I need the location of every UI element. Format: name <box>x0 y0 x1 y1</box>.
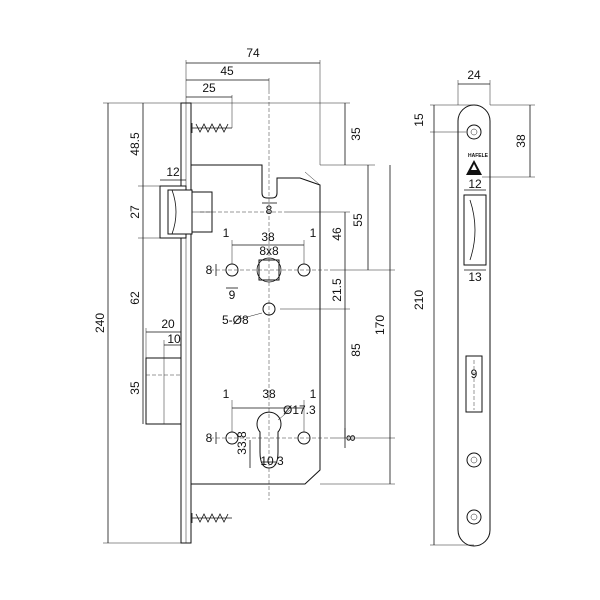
dim-38-bottom: 38 <box>262 387 276 401</box>
dim-1-bottom-right: 1 <box>310 387 317 401</box>
dim-24: 24 <box>467 68 481 82</box>
dim-46: 46 <box>330 227 344 241</box>
dim-35-latch: 35 <box>128 381 142 395</box>
dim-45: 45 <box>220 64 234 78</box>
dim-12-bolt: 12 <box>166 165 180 179</box>
dim-9: 9 <box>229 288 236 302</box>
dim-d17-3: Ø17.3 <box>283 403 316 417</box>
dim-25: 25 <box>202 81 216 95</box>
dim-74: 74 <box>246 46 260 60</box>
screw-top <box>191 123 232 133</box>
front-dimension-labels: 74 45 25 240 48.5 27 62 35 12 20 10 8 35… <box>93 46 387 468</box>
dim-8x8: 8x8 <box>259 244 279 258</box>
dim-38-top: 38 <box>261 230 275 244</box>
dim-10: 10 <box>167 332 181 346</box>
dim-20: 20 <box>161 317 175 331</box>
dim-15: 15 <box>412 113 426 127</box>
dim-35-top: 35 <box>349 127 363 141</box>
dim-10-3: 10.3 <box>260 454 284 468</box>
hafele-logo-mark <box>466 160 482 175</box>
dim-8-left-top: 8 <box>206 263 213 277</box>
strike-screw-top <box>466 124 482 140</box>
dim-1-top-right: 1 <box>310 226 317 240</box>
dim-33-8: 33.8 <box>235 431 249 455</box>
dim-8-right-bottom: 8 <box>344 434 358 441</box>
dim-5-d8: 5-Ø8 <box>222 313 249 327</box>
dim-170: 170 <box>373 315 387 335</box>
dim-62: 62 <box>128 291 142 305</box>
dim-12-strike: 12 <box>468 177 482 191</box>
dim-1-bottom-left: 1 <box>223 387 230 401</box>
dim-21-5: 21.5 <box>330 278 344 302</box>
strike-screw-bottom <box>466 509 482 525</box>
hafele-logo-text: HAFELE <box>468 153 489 159</box>
dim-38-strike: 38 <box>514 134 528 148</box>
dim-55: 55 <box>351 213 365 227</box>
dim-48-5: 48.5 <box>128 132 142 156</box>
dim-9-strike: 9 <box>471 367 478 381</box>
dim-13: 13 <box>468 270 482 284</box>
dim-85: 85 <box>349 343 363 357</box>
dim-27: 27 <box>128 205 142 219</box>
strike-plate-side-view: HAFELE <box>457 104 491 547</box>
dim-8-left-bottom: 8 <box>206 431 213 445</box>
dim-240: 240 <box>93 313 107 333</box>
dim-8-slot: 8 <box>266 203 273 217</box>
dead-bolt <box>145 357 182 425</box>
strike-dimension-labels: 24 15 38 12 13 210 9 <box>412 68 528 381</box>
strike-screw-middle <box>466 452 482 468</box>
dim-1-top-left: 1 <box>223 226 230 240</box>
strike-dimension-lines <box>430 80 535 546</box>
screw-bottom <box>191 513 232 523</box>
front-dimension-lines <box>103 60 395 544</box>
dim-210: 210 <box>412 290 426 310</box>
